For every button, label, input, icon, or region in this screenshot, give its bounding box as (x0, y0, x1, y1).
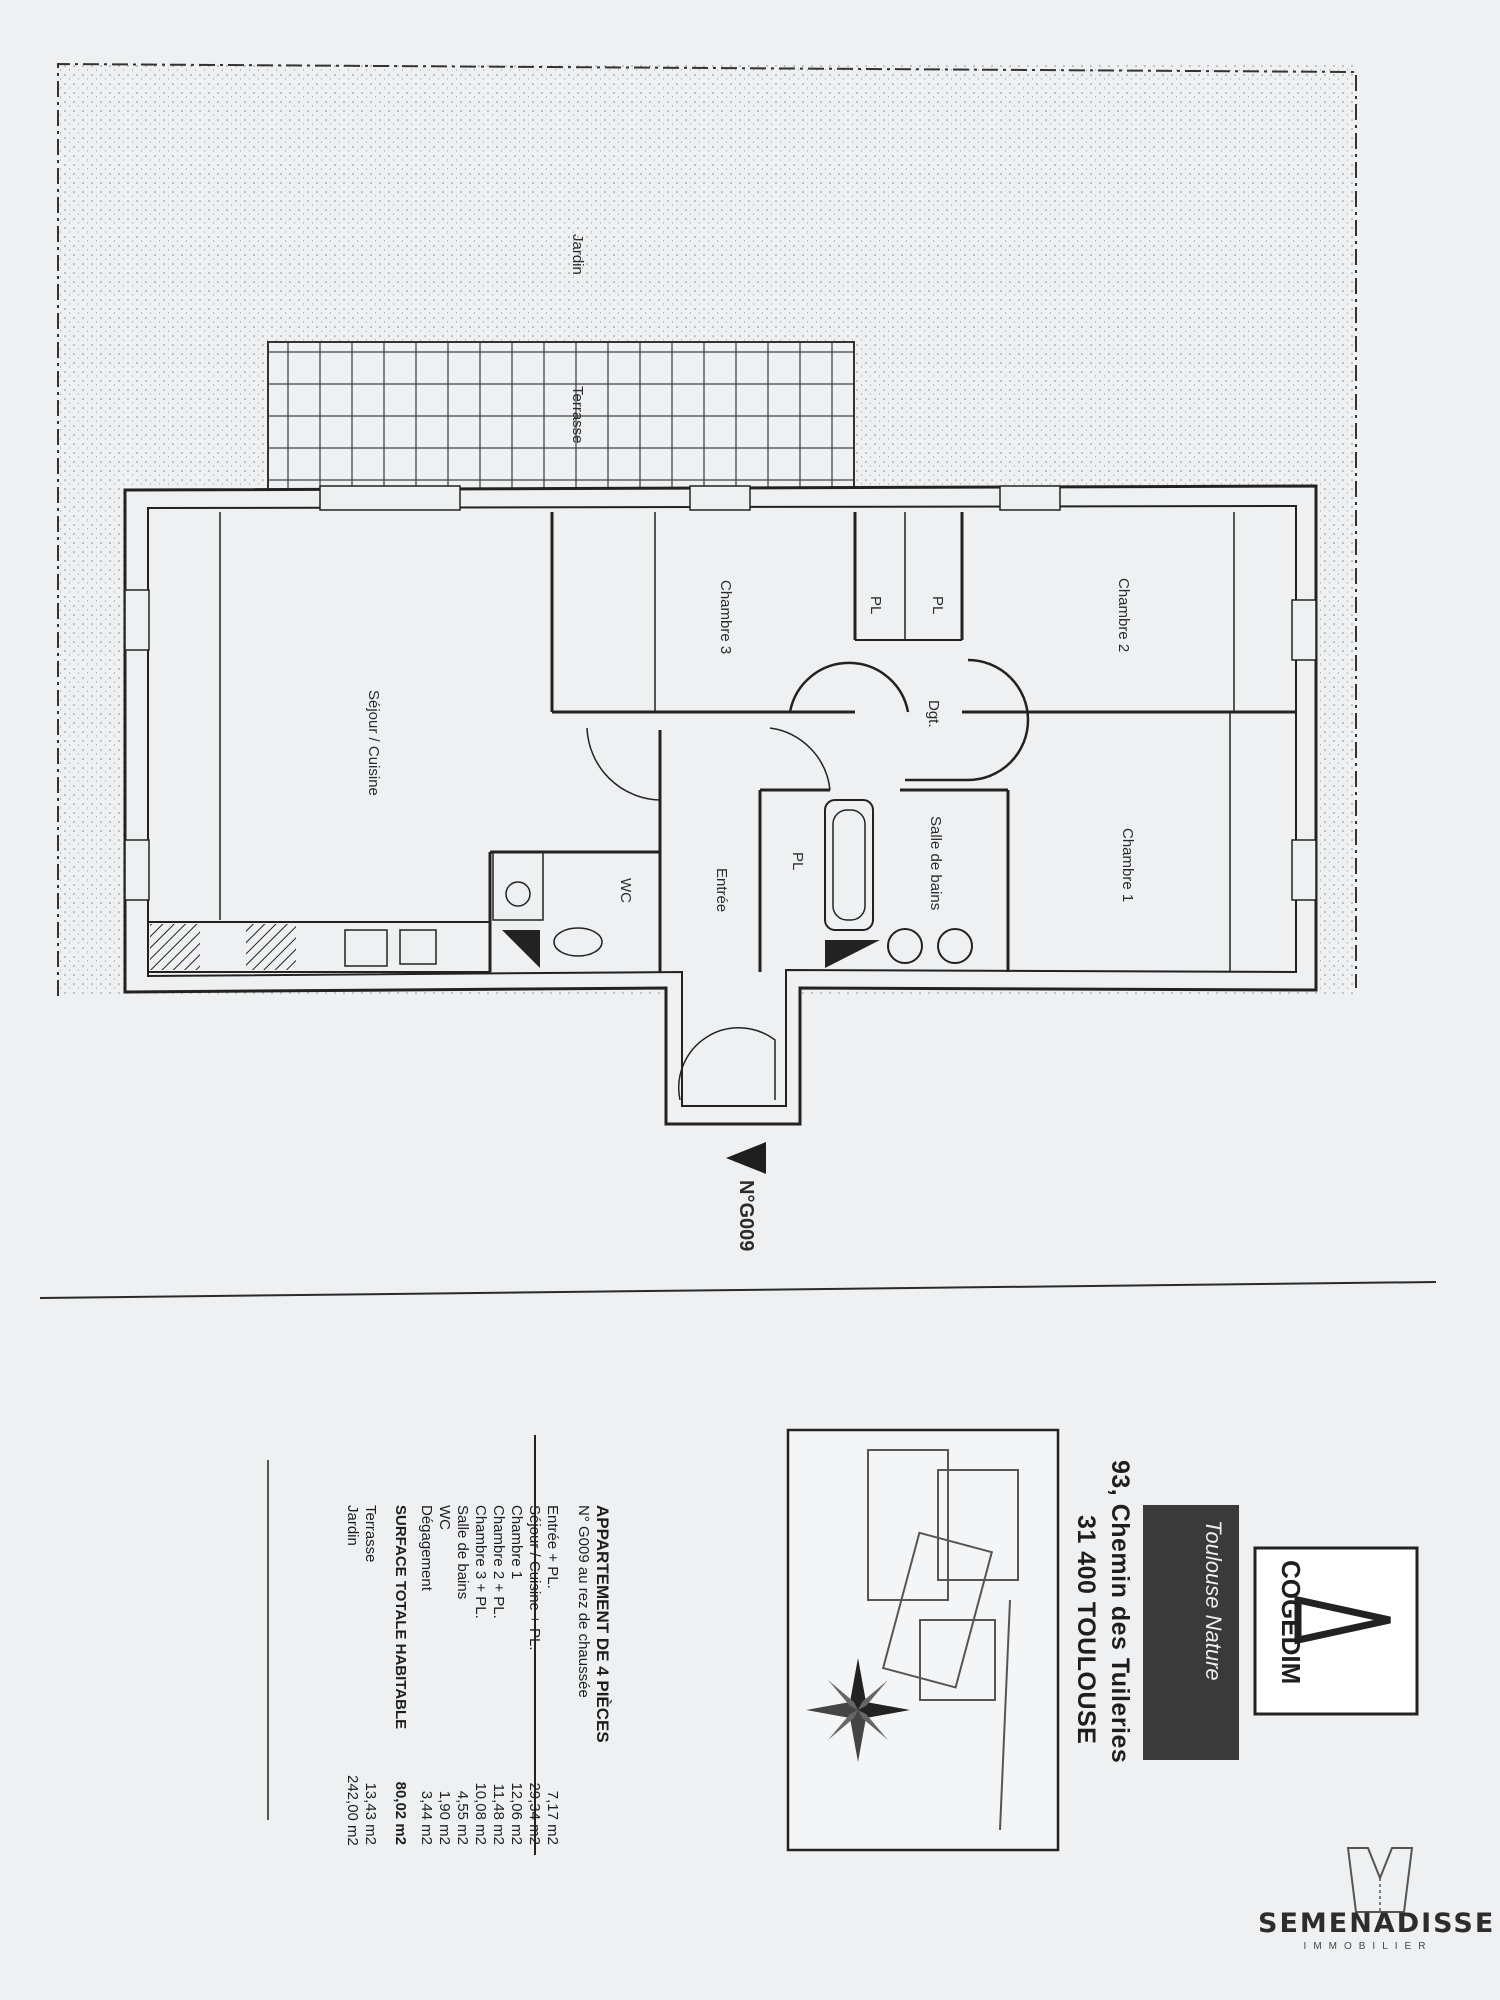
closet-label-3: PL (789, 852, 806, 871)
entrance-arrow-icon (726, 1142, 766, 1174)
address-line-2: 31 400 TOULOUSE (1072, 1515, 1100, 1745)
watermark-name: SEMENADISSE (1258, 1908, 1496, 1939)
watermark-tagline: IMMOBILIER (1303, 1941, 1433, 1952)
compass-rose-icon (806, 1658, 910, 1762)
toulouse-nature-logo-text: Toulouse Nature (1201, 1520, 1226, 1681)
summary-subtitle: N° G009 au rez de chaussée (575, 1505, 592, 1698)
terrace-label: Terrasse (569, 386, 586, 444)
summary-table: APPARTEMENT DE 4 PIÈCES N° G009 au rez d… (343, 1505, 612, 1846)
semenadisse-logo-icon (1346, 1847, 1414, 1913)
closet-label-2: PL (929, 596, 946, 615)
address-line-1: 93, Chemin des Tuileries (1106, 1460, 1134, 1764)
closet-label-1: PL (867, 596, 884, 615)
room-label-entree: Entrée (713, 868, 730, 913)
room-label-sejour: Séjour / Cuisine (365, 690, 382, 796)
summary-title: APPARTEMENT DE 4 PIÈCES (593, 1505, 612, 1743)
table-row: Séjour / Cuisine + PL.29,34 m2 (526, 1505, 543, 1845)
room-label-chambre2: Chambre 2 (1115, 578, 1132, 653)
room-label-salle-de-bains: Salle de bains (927, 816, 944, 911)
room-label-wc: WC (617, 878, 634, 903)
table-row: Chambre 3 + PL.10,08 m2 (472, 1505, 489, 1845)
table-row: Chambre 2 + PL.11,48 m2 (490, 1505, 507, 1845)
room-label-chambre3: Chambre 3 (717, 580, 734, 655)
summary-table-frame (267, 1435, 536, 1855)
semenadisse-watermark: SEMENADISSE IMMOBILIER (1258, 1908, 1496, 1952)
separator-line (39, 1281, 1437, 1299)
garden-label: Jardin (569, 234, 586, 275)
room-label-degagement: Dgt. (925, 700, 942, 728)
apartment-walls (123, 484, 1318, 1126)
cogedim-logo-text: COGEDIM (1276, 1560, 1306, 1685)
site-plan (786, 1428, 1060, 1852)
terrace (267, 341, 855, 491)
cogedim-logo-box (1253, 1546, 1419, 1716)
room-label-chambre1: Chambre 1 (1119, 828, 1136, 903)
lot-number-label: N°G009 (735, 1180, 757, 1252)
toulouse-nature-logo (1143, 1505, 1239, 1760)
table-row: Entrée + PL.7,17 m2 (544, 1505, 561, 1845)
